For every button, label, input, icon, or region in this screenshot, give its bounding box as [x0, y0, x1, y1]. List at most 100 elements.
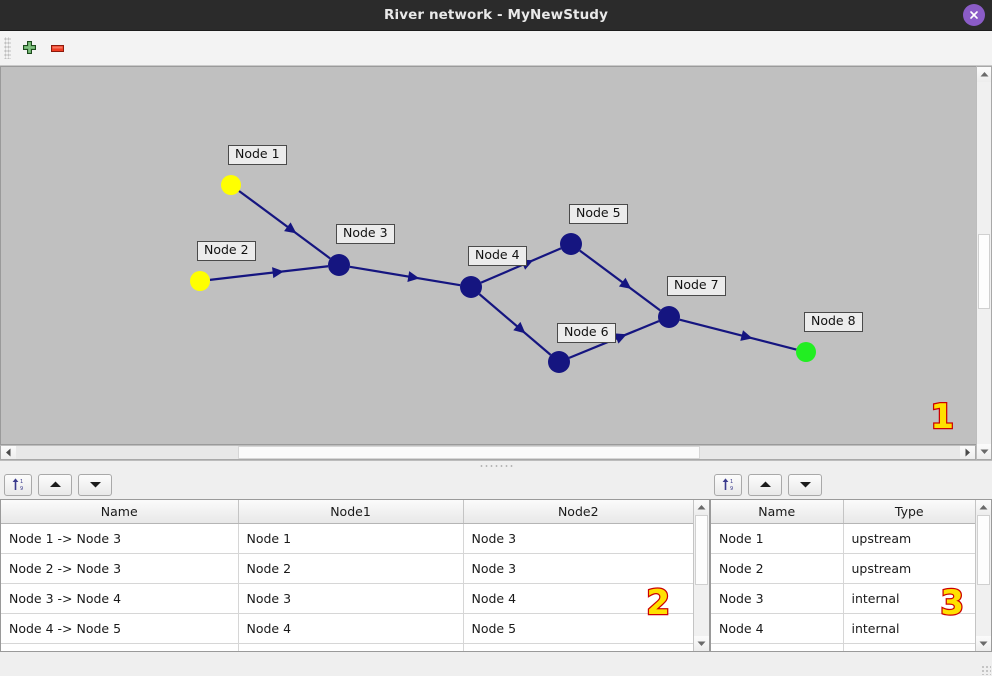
graph-hscroll-track[interactable] [16, 446, 960, 459]
graph-edge[interactable] [480, 247, 562, 284]
graph-node-n4[interactable] [460, 276, 482, 298]
reaches-vertical-scrollbar[interactable] [693, 500, 709, 651]
nodes-cell[interactable]: upstream [843, 553, 975, 584]
graph-node-label-n6[interactable]: Node 6 [557, 323, 616, 343]
graph-edge[interactable] [209, 265, 329, 281]
reaches-cell[interactable]: Node 3 [463, 523, 693, 554]
nodes-cell[interactable]: internal [843, 583, 975, 614]
graph-edge[interactable] [478, 293, 552, 356]
table-row-empty[interactable] [1, 643, 693, 651]
reaches-cell[interactable]: Node 3 [238, 583, 464, 614]
graph-node-label-n3[interactable]: Node 3 [336, 224, 395, 244]
add-node-button[interactable] [15, 35, 43, 61]
reaches-cell[interactable]: Node 2 -> Node 3 [1, 553, 239, 584]
graph-node-label-n2[interactable]: Node 2 [197, 241, 256, 261]
nodes-cell[interactable]: upstream [843, 523, 975, 554]
graph-node-label-n5[interactable]: Node 5 [569, 204, 628, 224]
graph-edge[interactable] [238, 190, 331, 260]
nodes-scroll-up-button[interactable] [976, 500, 991, 515]
graph-vertical-scrollbar[interactable] [976, 66, 992, 460]
graph-node-label-n7[interactable]: Node 7 [667, 276, 726, 296]
add-node-icon [22, 40, 36, 54]
scroll-left-button[interactable] [1, 446, 16, 459]
graph-horizontal-scrollbar[interactable] [0, 445, 976, 460]
nodes-sort-button[interactable]: 1 9 [714, 473, 742, 496]
sort-ascending-icon: 1 9 [722, 478, 733, 492]
graph-edge[interactable] [679, 318, 797, 351]
reaches-move-down-button[interactable] [78, 473, 112, 496]
window-resize-grip[interactable] [981, 665, 991, 675]
graph-node-n6[interactable] [548, 351, 570, 373]
reaches-column-header-node2[interactable]: Node2 [463, 500, 693, 524]
reaches-move-up-button[interactable] [38, 473, 72, 496]
reaches-vscroll-track[interactable] [694, 515, 709, 636]
graph-node-label-n8[interactable]: Node 8 [804, 312, 863, 332]
reaches-cell[interactable]: Node 1 [238, 523, 464, 554]
scroll-down-button[interactable] [977, 444, 991, 459]
reaches-column-header-name[interactable]: Name [1, 500, 239, 524]
scroll-right-button[interactable] [960, 446, 975, 459]
nodes-move-up-button[interactable] [748, 473, 782, 496]
graph-node-n5[interactable] [560, 233, 582, 255]
reaches-cell[interactable]: Node 2 [238, 553, 464, 584]
graph-node-n1[interactable] [221, 175, 241, 195]
nodes-cell[interactable]: Node 3 [711, 583, 844, 614]
reaches-vscroll-thumb[interactable] [695, 515, 708, 585]
reaches-cell[interactable]: Node 5 [463, 613, 693, 644]
nodes-vscroll-thumb[interactable] [977, 515, 990, 585]
horizontal-splitter[interactable] [0, 460, 992, 470]
graph-node-n7[interactable] [658, 306, 680, 328]
reaches-cell[interactable]: Node 3 -> Node 4 [1, 583, 239, 614]
nodes-cell[interactable]: Node 1 [711, 523, 844, 554]
graph-node-label-n4[interactable]: Node 4 [468, 246, 527, 266]
graph-edge-arrow [614, 333, 627, 344]
nodes-vscroll-track[interactable] [976, 515, 991, 636]
nodes-move-down-button[interactable] [788, 473, 822, 496]
nodes-scroll-down-button[interactable] [976, 636, 991, 651]
close-button[interactable] [963, 4, 985, 26]
nodes-vertical-scrollbar[interactable] [975, 500, 991, 651]
graph-edge[interactable] [579, 249, 661, 312]
reaches-cell-empty [1, 643, 239, 651]
reaches-cell[interactable]: Node 4 [463, 583, 693, 614]
reaches-cell[interactable]: Node 3 [463, 553, 693, 584]
nodes-cell[interactable]: internal [843, 613, 975, 644]
graph-vscroll-thumb[interactable] [978, 234, 990, 309]
toolbar-drag-handle[interactable] [4, 37, 11, 59]
graph-node-n2[interactable] [190, 271, 210, 291]
remove-node-button[interactable] [43, 35, 71, 61]
graph-node-label-n1[interactable]: Node 1 [228, 145, 287, 165]
reaches-cell[interactable]: Node 4 [238, 613, 464, 644]
network-graph-canvas[interactable]: Node 1 Node 2 Node 3 Node 4 Node 5 Node 6 Node… [0, 66, 976, 445]
scroll-up-button[interactable] [977, 67, 991, 82]
reaches-cell[interactable]: Node 4 -> Node 5 [1, 613, 239, 644]
table-row-empty[interactable] [711, 643, 975, 651]
reaches-sort-button[interactable]: 1 9 [4, 473, 32, 496]
reaches-scroll-up-button[interactable] [694, 500, 709, 515]
reaches-column-header-node1[interactable]: Node1 [238, 500, 464, 524]
reaches-scroll-down-button[interactable] [694, 636, 709, 651]
nodes-column-header-type[interactable]: Type [843, 500, 975, 524]
nodes-cell[interactable]: Node 4 [711, 613, 844, 644]
graph-edge[interactable] [349, 265, 461, 287]
chevron-up-icon [980, 72, 988, 77]
graph-vscroll-track[interactable] [977, 82, 991, 444]
graph-node-n8[interactable] [796, 342, 816, 362]
nodes-cell[interactable]: Node 2 [711, 553, 844, 584]
nodes-column-header-name[interactable]: Name [711, 500, 844, 524]
graph-hscroll-thumb[interactable] [238, 446, 700, 459]
reaches-cell[interactable]: Node 1 -> Node 3 [1, 523, 239, 554]
graph-node-n3[interactable] [328, 254, 350, 276]
